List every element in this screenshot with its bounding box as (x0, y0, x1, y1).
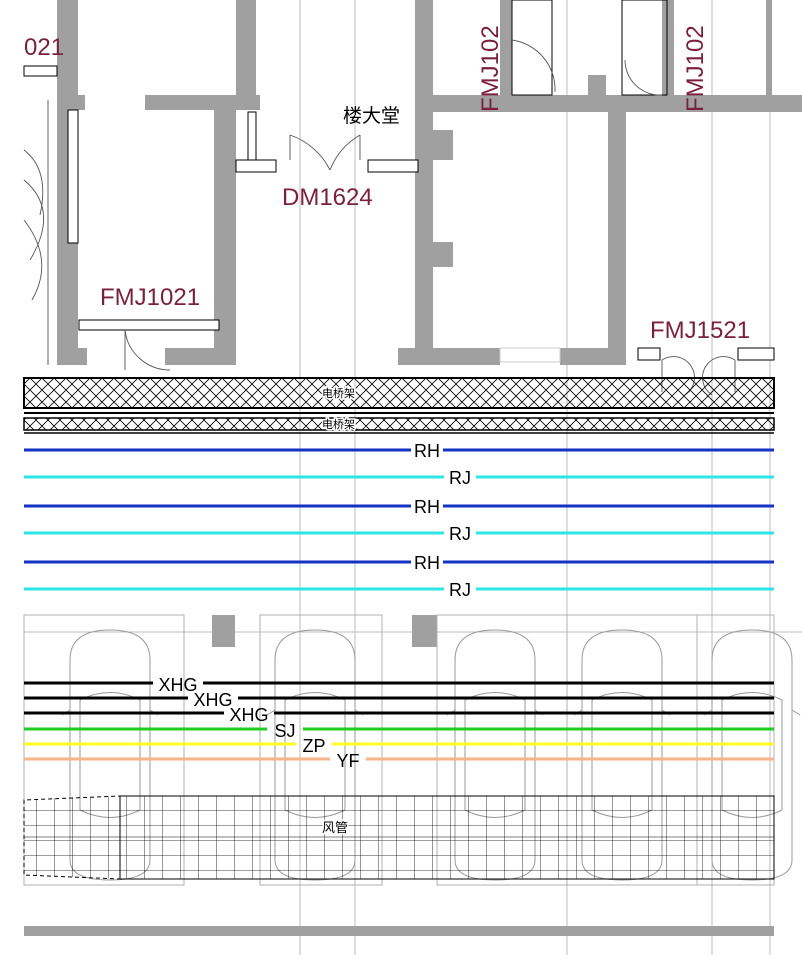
cable-tray-label-2: 电桥架 (322, 418, 355, 431)
pipe-label: YF (336, 751, 359, 771)
pipe-label: ZP (302, 736, 325, 756)
pipe-label: RJ (449, 580, 471, 600)
pipe-label: RJ (449, 468, 471, 488)
pipe-label: RH (414, 553, 440, 573)
door-label-fmj1021: FMJ1021 (100, 284, 200, 311)
door-label-fmj102-v1: FMJ102 (477, 25, 504, 112)
walls (24, 0, 802, 936)
pipe-rh: RH (24, 497, 774, 517)
door-label-fmj1521: FMJ1521 (650, 317, 750, 344)
pipe-xhg: XHG (24, 675, 774, 695)
door-swings (23, 39, 736, 396)
pipe-rj: RJ (24, 580, 774, 600)
wall-details (23, 0, 775, 363)
air-duct-label: 风管 (322, 821, 348, 836)
pipe-label: XHG (229, 705, 268, 725)
pipe-rj: RJ (24, 468, 774, 488)
cable-tray-label-1: 电桥架 (322, 387, 355, 400)
pipe-label: XHG (193, 690, 232, 710)
cable-tray-2 (23, 417, 775, 431)
pipe-zp: ZP (24, 736, 774, 756)
upper-pipes: RH RJ RH RJ RH RJ (24, 441, 774, 600)
door-label-021: 021 (24, 34, 64, 61)
air-duct (23, 795, 775, 880)
pipe-label: RJ (449, 524, 471, 544)
parking-stalls (23, 614, 775, 886)
pipe-label: RH (414, 497, 440, 517)
pipe-label: XHG (158, 675, 197, 695)
door-label-dm1624: DM1624 (282, 184, 373, 211)
pipe-xhg: XHG (24, 705, 774, 725)
door-label-fmj102-v2: FMJ102 (682, 25, 709, 112)
pipe-rj: RJ (24, 524, 774, 544)
pipe-label: SJ (274, 721, 295, 741)
cable-tray-1 (23, 377, 775, 409)
room-label-lobby: 楼大堂 (343, 105, 400, 127)
pipe-sj: SJ (24, 721, 774, 741)
pipe-xhg: XHG (24, 690, 774, 710)
pipe-yf: YF (24, 751, 774, 771)
pipe-rh: RH (24, 553, 774, 573)
pipe-rh: RH (24, 441, 774, 461)
pipe-label: RH (414, 441, 440, 461)
